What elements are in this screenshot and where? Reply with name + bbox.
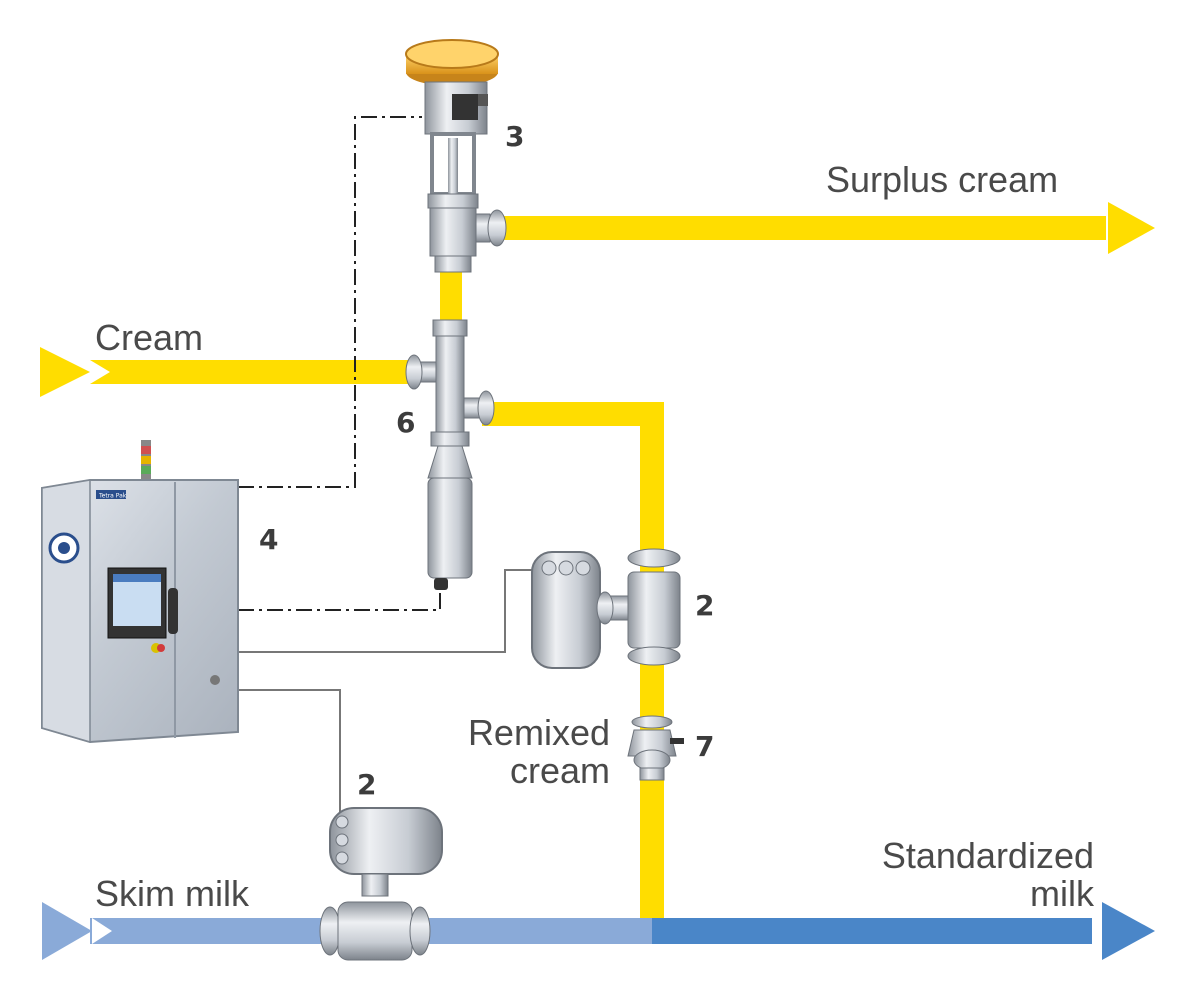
standardized-milk-label-line2: milk — [1030, 873, 1094, 914]
standardized-milk-line — [652, 902, 1155, 960]
check-valve-number: 7 — [695, 730, 715, 763]
cream-flowmeter-number: 2 — [695, 589, 715, 622]
surplus-cream-line — [500, 202, 1155, 254]
cream-label: Cream — [95, 317, 204, 358]
remixed-cream-label-line1: Remixed — [467, 712, 610, 753]
valve-connection-pipe — [440, 268, 462, 328]
control-cabinet-number: 4 — [259, 523, 279, 556]
transmitter-icon — [405, 319, 495, 590]
skim-flowmeter-number: 2 — [357, 768, 377, 801]
standardized-milk-label-line1: Standardized — [881, 835, 1094, 876]
flowmeter-icon — [319, 807, 443, 961]
control-valve-number: 3 — [505, 120, 525, 153]
cream-inlet-line — [40, 347, 412, 397]
flowmeter-icon — [531, 548, 681, 669]
control-cabinet-icon: Tetra Pak — [41, 440, 239, 744]
check-valve-icon — [627, 715, 684, 781]
surplus-cream-label: Surplus cream — [826, 159, 1059, 200]
cabinet-brand-text: Tetra Pak — [98, 493, 127, 500]
skim-milk-label: Skim milk — [95, 873, 249, 914]
control-valve-icon — [405, 39, 507, 273]
remixed-cream-label-line2: cream — [509, 750, 610, 791]
signal-lines — [238, 116, 535, 812]
transmitter-number: 6 — [396, 406, 416, 439]
